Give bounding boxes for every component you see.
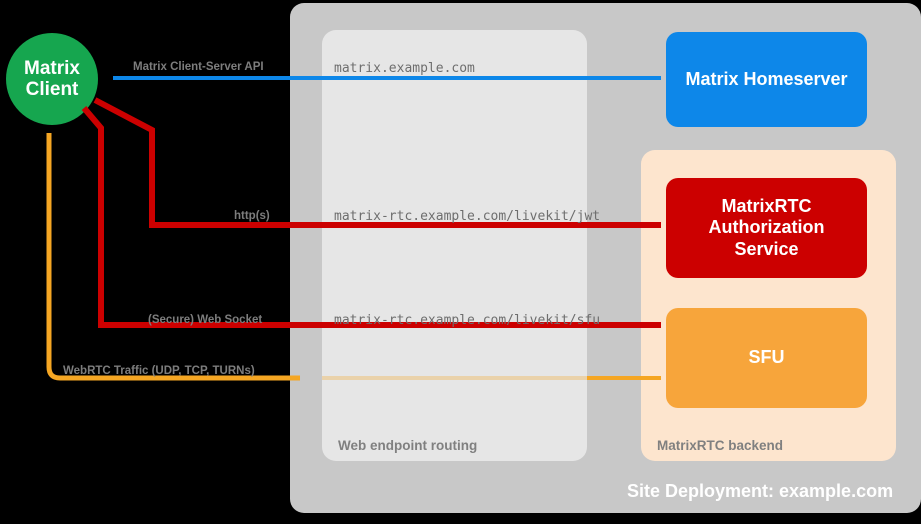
label-webrtc-traffic: WebRTC Traffic (UDP, TCP, TURNs)	[63, 365, 255, 377]
container-web-endpoint-routing	[322, 30, 587, 461]
node-matrix-client-line1: Matrix	[24, 57, 80, 79]
node-sfu[interactable]: SFU	[666, 308, 867, 408]
node-auth-line1: MatrixRTC	[721, 195, 812, 216]
endpoint-path-livekit-jwt: matrix-rtc.example.com/livekit/jwt	[334, 209, 601, 224]
node-matrix-client-line2: Client	[25, 79, 79, 100]
caption-web-endpoint-routing: Web endpoint routing	[338, 438, 478, 453]
node-matrixrtc-authorization-service[interactable]: MatrixRTC Authorization Service	[666, 178, 867, 278]
endpoint-path-matrix: matrix.example.com	[334, 61, 475, 76]
label-matrix-client-server-api: Matrix Client-Server API	[133, 61, 264, 73]
caption-site-deployment: Site Deployment: example.com	[627, 481, 894, 501]
node-auth-line3: Service	[734, 238, 799, 259]
node-auth-line2: Authorization	[708, 217, 825, 238]
label-https: http(s)	[234, 210, 270, 222]
node-sfu-label: SFU	[748, 347, 785, 368]
label-secure-web-socket: (Secure) Web Socket	[148, 314, 263, 326]
endpoint-path-livekit-sfu: matrix-rtc.example.com/livekit/sfu	[334, 313, 601, 328]
node-matrix-homeserver[interactable]: Matrix Homeserver	[666, 32, 867, 127]
wire-webrtc-traffic	[46, 133, 300, 381]
node-matrix-client[interactable]: Matrix Client	[6, 33, 98, 125]
node-matrix-homeserver-label: Matrix Homeserver	[685, 68, 848, 89]
caption-matrixrtc-backend: MatrixRTC backend	[657, 438, 784, 453]
